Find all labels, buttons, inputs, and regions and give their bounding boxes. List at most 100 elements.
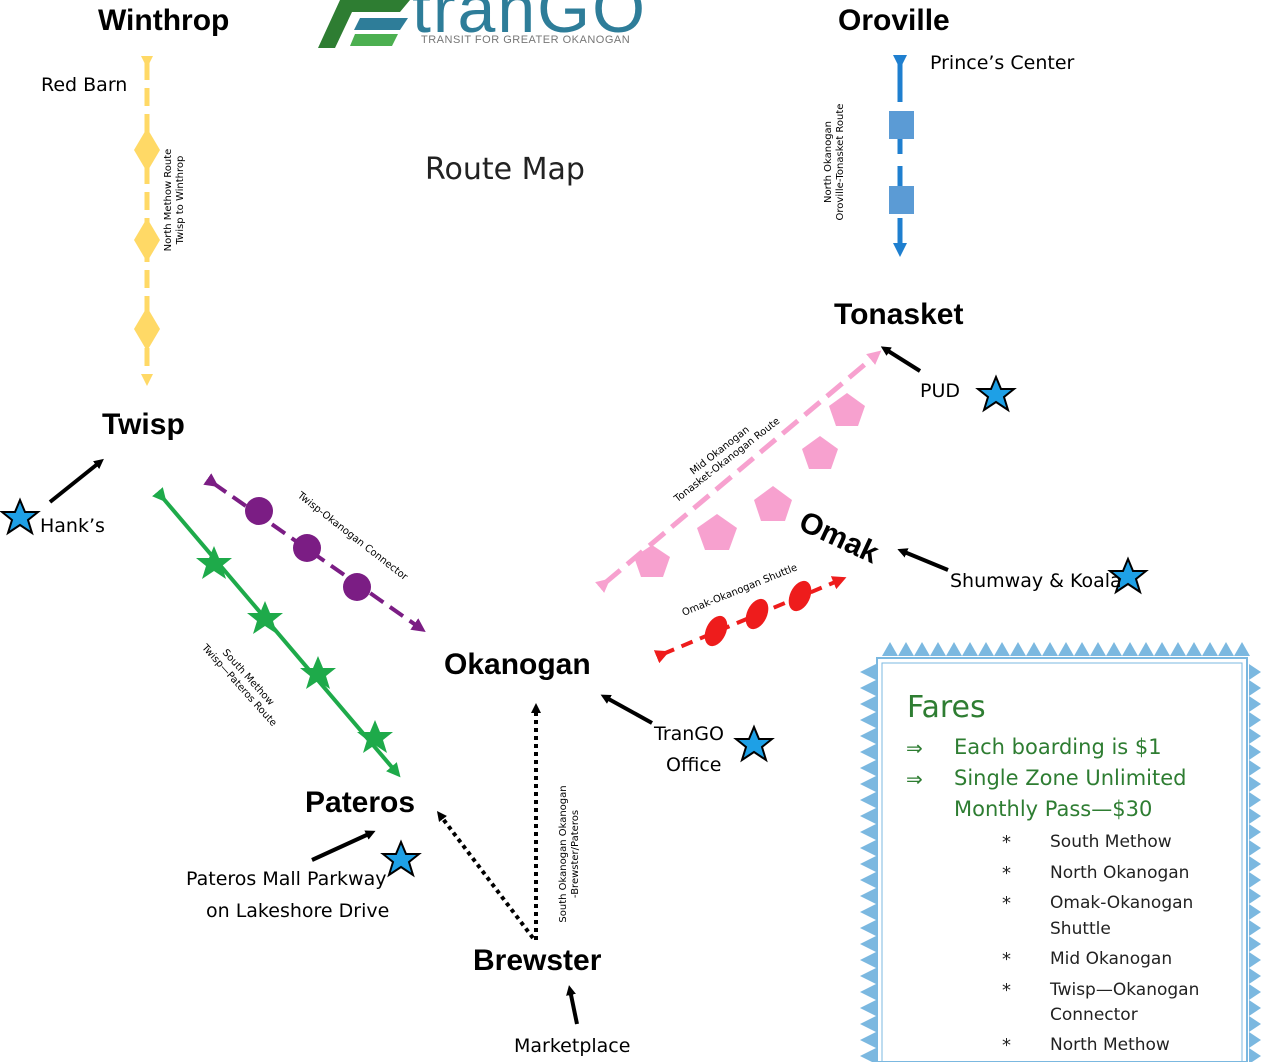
border-triangle xyxy=(860,984,876,1000)
border-triangle xyxy=(1249,952,1261,968)
town-okanogan: Okanogan xyxy=(444,648,591,681)
border-triangle xyxy=(1249,888,1261,904)
arrow-icon: ⇒ xyxy=(906,736,923,760)
fare-route-item: North Okanogan xyxy=(1050,863,1190,883)
border-triangle xyxy=(860,760,876,776)
route-stop-marker xyxy=(300,656,336,689)
border-triangle xyxy=(1186,642,1202,656)
border-triangle xyxy=(860,840,876,856)
border-triangle xyxy=(930,642,946,656)
route-stop-marker xyxy=(293,534,321,562)
route-label-north-okanogan-line2: Oroville-Tonasket Route xyxy=(835,103,846,221)
bullet-icon: * xyxy=(1002,949,1011,970)
route-stop-marker xyxy=(704,615,728,647)
stop-red-barn: Red Barn xyxy=(41,74,128,96)
town-winthrop: Winthrop xyxy=(98,4,230,37)
arrow-icon: ⇒ xyxy=(906,767,923,791)
border-triangle xyxy=(860,808,876,824)
fare-route-item: Mid Okanogan xyxy=(1050,949,1173,969)
route-label-north-methow-line2: Twisp to Winthrop xyxy=(175,155,186,245)
stop-pud: PUD xyxy=(920,380,960,402)
border-triangle xyxy=(1170,642,1186,656)
fares-box-border xyxy=(860,642,1261,1062)
border-triangle xyxy=(860,936,876,952)
border-triangle xyxy=(860,696,876,712)
route-label-north-okanogan: North Okanogan Oroville-Tonasket Route xyxy=(823,87,847,237)
border-triangle xyxy=(860,680,876,696)
route-stop-marker xyxy=(134,218,160,262)
border-triangle xyxy=(860,872,876,888)
border-triangle xyxy=(1010,642,1026,656)
star-icon xyxy=(1107,556,1149,595)
route-stop-marker xyxy=(889,186,914,214)
stop-princes-center: Prince’s Center xyxy=(930,52,1075,74)
border-triangle xyxy=(1249,904,1261,920)
bullet-icon: * xyxy=(1002,832,1011,853)
bullet-icon: * xyxy=(1002,1035,1011,1056)
border-triangle xyxy=(860,952,876,968)
border-triangle xyxy=(1249,856,1261,872)
border-triangle xyxy=(860,968,876,984)
fares-title: Fares xyxy=(907,690,986,725)
border-triangle xyxy=(860,888,876,904)
mid-okanogan-route xyxy=(595,350,882,593)
route-stop-marker xyxy=(745,598,769,630)
fare-route-item: South Methow xyxy=(1050,832,1172,852)
border-triangle xyxy=(1202,642,1218,656)
border-triangle xyxy=(1058,642,1074,656)
border-triangle xyxy=(860,824,876,840)
stop-pateros-mall-line2: on Lakeshore Drive xyxy=(206,900,390,922)
star-icon xyxy=(0,497,41,536)
border-triangle xyxy=(1249,824,1261,840)
border-triangle xyxy=(860,792,876,808)
route-stop-marker xyxy=(754,486,792,521)
border-triangle xyxy=(994,642,1010,656)
route-stop-marker xyxy=(634,545,670,577)
border-triangle xyxy=(860,712,876,728)
border-triangle xyxy=(1090,642,1106,656)
route-label-south-okanogan-line2: -Brewster/Pateros xyxy=(570,809,581,899)
route-stop-marker xyxy=(802,436,838,469)
border-triangle xyxy=(1234,642,1250,656)
border-triangle xyxy=(882,642,898,656)
border-triangle xyxy=(1249,760,1261,776)
town-tonasket: Tonasket xyxy=(834,298,964,331)
south-okanogan-route xyxy=(436,703,541,940)
border-triangle xyxy=(946,642,962,656)
fare-route-item: Twisp—Okanogan xyxy=(1050,980,1200,1000)
border-triangle xyxy=(1122,642,1138,656)
route-label-north-methow-line1: North Methow Route xyxy=(163,148,174,252)
stop-stars xyxy=(0,374,1149,878)
north-methow-route xyxy=(134,56,160,386)
stop-hanks: Hank’s xyxy=(40,515,105,537)
border-triangle xyxy=(860,728,876,744)
route-stop-marker xyxy=(357,720,393,753)
border-triangle xyxy=(978,642,994,656)
star-icon xyxy=(733,724,775,763)
border-triangle xyxy=(1249,680,1261,696)
border-triangle xyxy=(1249,728,1261,744)
border-triangle xyxy=(1249,792,1261,808)
route-stop-marker xyxy=(697,514,737,550)
bullet-icon: * xyxy=(1002,980,1011,1001)
border-triangle xyxy=(1249,968,1261,984)
border-triangle xyxy=(1249,1016,1261,1032)
border-triangle xyxy=(1249,808,1261,824)
route-stop-marker xyxy=(889,111,914,139)
border-triangle xyxy=(860,1048,876,1062)
border-triangle xyxy=(1074,642,1090,656)
star-icon xyxy=(380,839,422,878)
border-triangle xyxy=(1249,696,1261,712)
border-triangle xyxy=(1218,642,1234,656)
border-triangle xyxy=(962,642,978,656)
border-triangle xyxy=(1249,984,1261,1000)
north-okanogan-route xyxy=(889,55,914,257)
logo-subtitle: TRANSIT FOR GREATER OKANOGAN xyxy=(421,34,631,46)
border-triangle xyxy=(1154,642,1170,656)
border-triangle xyxy=(860,856,876,872)
border-triangle xyxy=(860,1032,876,1048)
fare-line-pass-1: Single Zone Unlimited xyxy=(954,766,1187,790)
route-label-south-okanogan-line1: South Okanogan Okanogan xyxy=(558,785,569,923)
stop-pateros-mall-line1: Pateros Mall Parkway xyxy=(186,868,387,890)
